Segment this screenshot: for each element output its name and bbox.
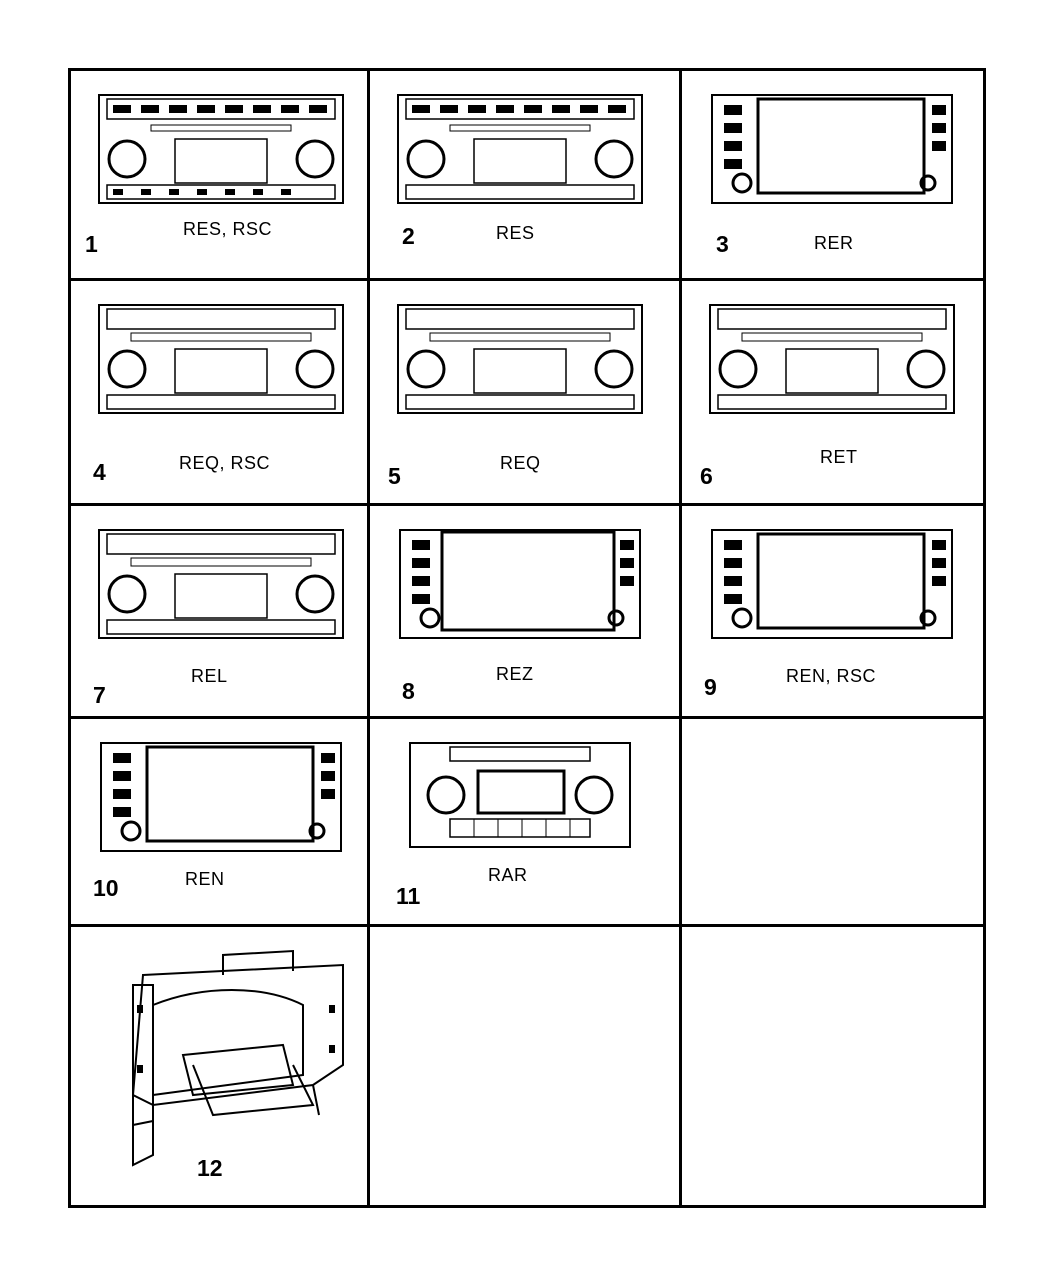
panel-code: REN, RSC	[786, 666, 877, 686]
panel-empty-3	[682, 927, 983, 1205]
panel-number: 11	[396, 883, 421, 909]
radio-screen-illustration	[711, 529, 953, 639]
panel-number: 6	[700, 463, 713, 489]
grid-divider-h2	[71, 503, 983, 506]
radio-buttons-illustration	[98, 304, 344, 414]
mounting-bracket-illustration	[131, 949, 344, 1167]
panel-4[interactable]: 4 REQ, RSC	[71, 281, 367, 503]
panel-number: 2	[402, 223, 415, 249]
panel-number: 8	[402, 678, 415, 704]
panel-code: REZ	[496, 664, 534, 684]
panel-number: 10	[93, 875, 119, 901]
panel-1[interactable]: 1 RES, RSC	[71, 71, 367, 278]
panel-code: RES, RSC	[183, 219, 273, 239]
radio-buttons-illustration	[98, 94, 344, 204]
parts-grid: 1 RES, RSC 2 RES 3 RER	[68, 68, 986, 1208]
panel-code: REQ	[500, 453, 541, 473]
panel-code: REN	[185, 869, 225, 889]
panel-empty-2	[370, 927, 679, 1205]
radio-buttons-illustration	[98, 529, 344, 639]
radio-buttons-illustration	[709, 304, 955, 414]
grid-divider-h1	[71, 278, 983, 281]
grid-divider-h3	[71, 716, 983, 719]
panel-8[interactable]: 8 REZ	[370, 506, 679, 716]
panel-code: REQ, RSC	[179, 453, 271, 473]
panel-12[interactable]: 12	[71, 927, 367, 1205]
panel-number: 5	[388, 463, 401, 489]
panel-10[interactable]: 10 REN	[71, 719, 367, 924]
radio-screen-illustration	[711, 94, 953, 204]
radio-classic-illustration	[409, 742, 631, 848]
panel-number: 12	[197, 1155, 223, 1181]
panel-2[interactable]: 2 RES	[370, 71, 679, 278]
panel-9[interactable]: 9 REN, RSC	[682, 506, 983, 716]
panel-7[interactable]: 7 REL	[71, 506, 367, 716]
grid-divider-v1	[367, 71, 370, 1205]
panel-number: 9	[704, 674, 717, 700]
panel-number: 7	[93, 682, 106, 708]
radio-buttons-illustration	[397, 304, 643, 414]
panel-3[interactable]: 3 RER	[682, 71, 983, 278]
panel-code: REL	[191, 666, 228, 686]
panel-code: RAR	[488, 865, 528, 885]
grid-divider-h4	[71, 924, 983, 927]
radio-screen-illustration	[100, 742, 342, 852]
grid-divider-v2	[679, 71, 682, 1205]
panel-number: 4	[93, 459, 106, 485]
panel-5[interactable]: 5 REQ	[370, 281, 679, 503]
panel-code: RER	[814, 233, 854, 253]
panel-11[interactable]: 11 RAR	[370, 719, 679, 924]
panel-code: RES	[496, 223, 535, 243]
radio-buttons-illustration	[397, 94, 643, 204]
panel-6[interactable]: 6 RET	[682, 281, 983, 503]
panel-number: 1	[85, 231, 98, 257]
panel-empty-1	[682, 719, 983, 924]
panel-code: RET	[820, 447, 858, 467]
panel-number: 3	[716, 231, 729, 257]
radio-screen-illustration	[399, 529, 641, 639]
